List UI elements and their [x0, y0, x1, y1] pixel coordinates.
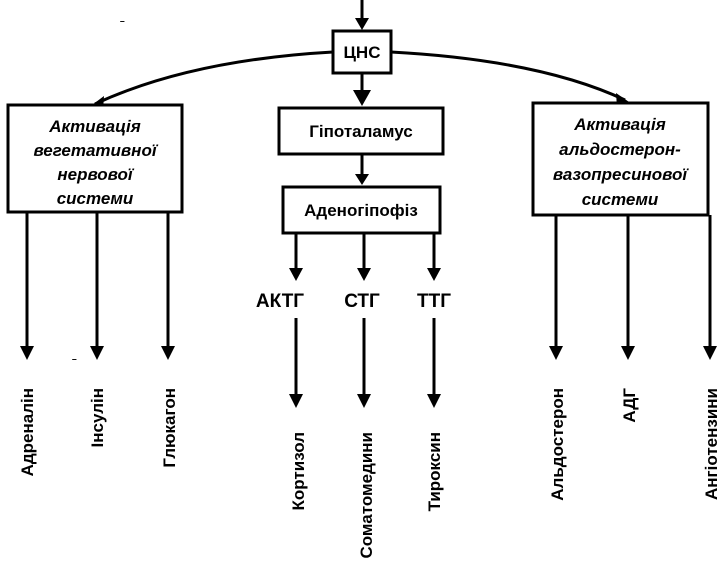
cns-hypothalamus-arrowhead — [353, 90, 371, 106]
adeno-arrow-2-head — [357, 268, 371, 281]
left-arrow-3-head — [161, 346, 175, 360]
label-thyroxine: Тироксин — [425, 432, 444, 511]
label-aldosterone: Альдостерон — [548, 388, 567, 501]
label-acth: АКТГ — [256, 291, 304, 312]
right-box-line-3: вазопресинової — [553, 165, 689, 184]
hypothalamus-adeno-arrowhead — [355, 174, 369, 185]
left-box-line-1: Активація — [48, 117, 141, 136]
arc-to-right — [390, 50, 626, 102]
left-box-line-3: нервової — [57, 165, 135, 184]
label-insulin: Інсулін — [88, 388, 107, 447]
input-arrowhead — [355, 18, 369, 30]
right-arrow-3-head — [703, 346, 717, 360]
label-tsh: ТТГ — [417, 291, 451, 312]
adenohypophysis-box — [281, 185, 442, 235]
label-somatomedins: Соматомедини — [357, 432, 376, 559]
label-gh: СТГ — [344, 291, 380, 312]
right-box-line-2: альдостерон- — [559, 140, 681, 159]
stray-mark: ˗ — [120, 11, 125, 27]
left-box-line-2: вегетативної — [33, 141, 158, 160]
label-cortisol: Кортизол — [289, 432, 308, 510]
label-angiotensins: Ангіотензини — [702, 388, 721, 500]
effect-arrow-2-head — [357, 394, 371, 408]
effect-arrow-3-head — [427, 394, 441, 408]
arc-to-left — [94, 50, 334, 106]
cns-label: ЦНС — [344, 43, 381, 62]
right-box-line-4: системи — [582, 190, 659, 209]
left-arrow-2-head — [90, 346, 104, 360]
autonomic-activation-box — [6, 103, 184, 214]
right-arrow-1-head — [549, 346, 563, 360]
effect-arrow-1-head — [289, 394, 303, 408]
label-adrenaline: Адреналін — [18, 388, 37, 476]
stray-mark-2: ˗ — [72, 349, 77, 365]
label-adh: АДГ — [620, 388, 639, 423]
hypothalamus-label: Гіпоталамус — [309, 122, 412, 141]
adeno-arrow-1-head — [289, 268, 303, 281]
left-box-line-4: системи — [57, 189, 134, 208]
right-arrow-2-head — [621, 346, 635, 360]
adenohypophysis-label: Аденогіпофіз — [304, 201, 418, 220]
left-arrow-1-head — [20, 346, 34, 360]
aldosterone-vasopressin-activation-box — [531, 101, 710, 217]
right-box-line-1: Активація — [573, 115, 666, 134]
adeno-arrow-3-head — [427, 268, 441, 281]
label-glucagon: Глюкагон — [160, 388, 179, 468]
hypothalamus-box — [277, 106, 445, 156]
